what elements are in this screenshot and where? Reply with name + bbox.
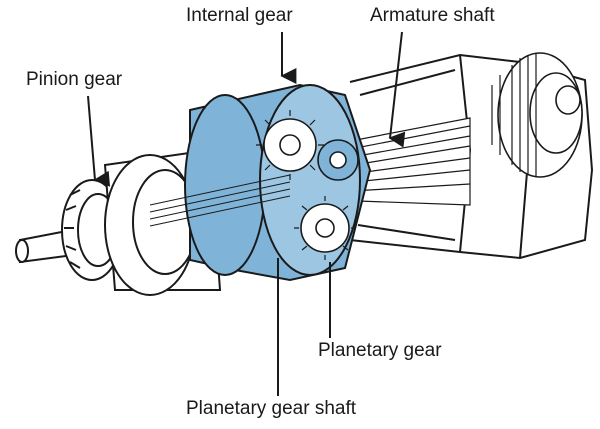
- drive-shaft-lines: [149, 174, 291, 227]
- label-armature-shaft: Armature shaft: [370, 5, 495, 26]
- leader-pinion-gear: [87, 95, 111, 187]
- label-planetary-gear: Planetary gear: [318, 340, 442, 361]
- commutator: [497, 52, 583, 178]
- leader-lines: [87, 31, 406, 396]
- label-pinion-gear: Pinion gear: [26, 69, 123, 90]
- gear-teeth: [256, 110, 356, 260]
- leader-armature-shaft: [388, 31, 406, 148]
- label-planetary-gear-shaft: Planetary gear shaft: [186, 398, 357, 419]
- commutator-bars: [491, 54, 537, 176]
- internal-gear-highlight: [184, 83, 372, 282]
- planetary-gears: [263, 118, 359, 253]
- label-internal-gear: Internal gear: [186, 5, 293, 26]
